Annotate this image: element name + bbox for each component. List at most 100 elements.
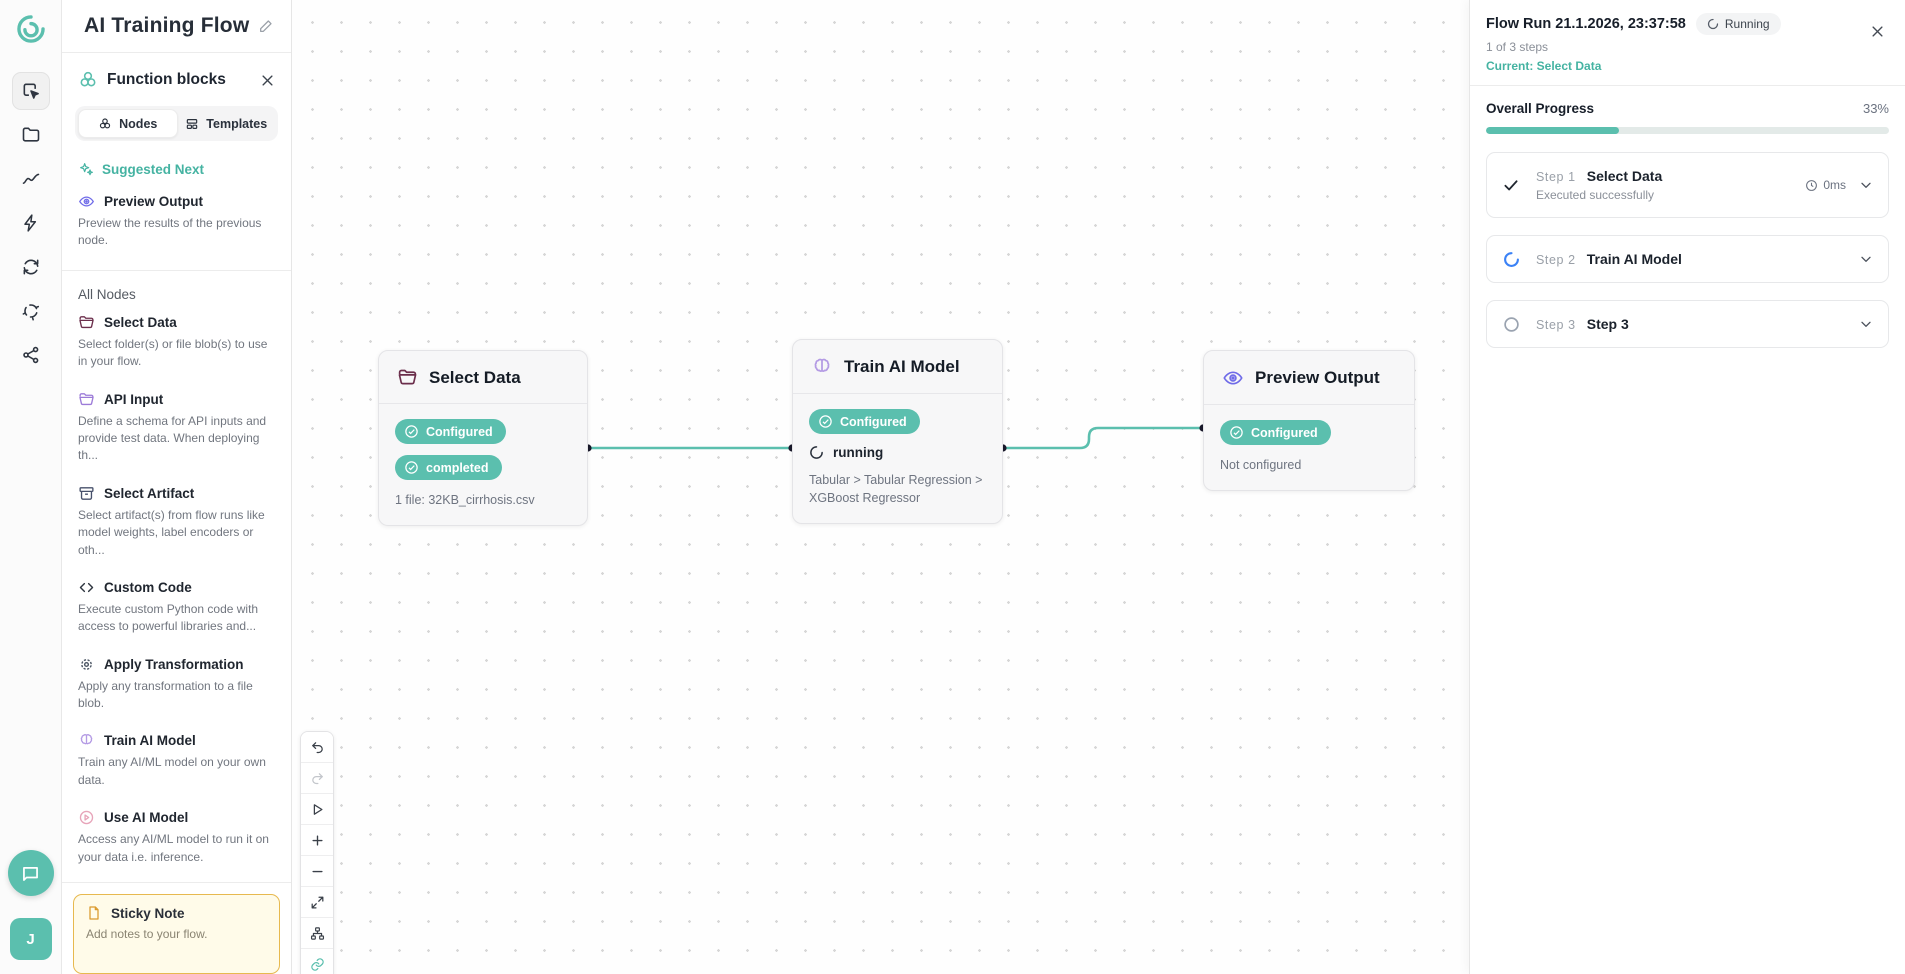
progress-percent: 33% bbox=[1862, 101, 1889, 116]
node-item-select-data[interactable]: Select Data Select folder(s) or file blo… bbox=[62, 302, 291, 379]
node-item-train-ai-model[interactable]: Train AI Model Train any AI/ML model on … bbox=[62, 720, 291, 797]
node-item-custom-code[interactable]: Custom Code Execute custom Python code w… bbox=[62, 567, 291, 644]
spinner-icon bbox=[1707, 18, 1719, 30]
panel-tabs: Nodes Templates bbox=[75, 106, 278, 141]
step-detail: Executed successfully bbox=[1536, 188, 1655, 202]
step-duration: 0ms bbox=[1805, 178, 1846, 192]
node-item-desc: Define a schema for API inputs and provi… bbox=[78, 413, 267, 463]
step-name: Train AI Model bbox=[1586, 251, 1682, 267]
spinner-icon bbox=[1503, 251, 1519, 267]
share-icon bbox=[22, 346, 38, 364]
zoom-out-button[interactable] bbox=[301, 856, 333, 887]
canvas-node-select-data[interactable]: Select Data Configured completed 1 file:… bbox=[378, 350, 588, 527]
left-icon-rail: J bbox=[0, 0, 62, 974]
gear-icon bbox=[81, 658, 92, 670]
line-chart-icon bbox=[22, 173, 39, 184]
node-item-desc: Select artifact(s) from flow runs like m… bbox=[78, 507, 265, 557]
node-running-status: running bbox=[809, 445, 883, 460]
code-icon bbox=[79, 582, 94, 593]
panel-scroll-area[interactable]: Suggested Next Preview Output Preview th… bbox=[62, 141, 291, 882]
run-flow-button[interactable] bbox=[301, 794, 333, 825]
chevron-down-icon[interactable] bbox=[1858, 316, 1874, 332]
folder-open-icon bbox=[79, 392, 94, 405]
overall-progress-section: Overall Progress 33% bbox=[1470, 86, 1905, 150]
node-item-title: Apply Transformation bbox=[104, 656, 244, 672]
step-name: Select Data bbox=[1586, 168, 1663, 184]
configured-badge: Configured bbox=[1220, 420, 1331, 445]
folder-icon bbox=[22, 127, 39, 142]
check-circle-icon bbox=[1230, 426, 1243, 439]
sparkles-icon bbox=[80, 163, 93, 176]
completed-badge: completed bbox=[395, 455, 502, 480]
actions-button[interactable] bbox=[12, 204, 50, 242]
fit-view-button[interactable] bbox=[301, 887, 333, 918]
sticky-note-desc: Add notes to your flow. bbox=[86, 927, 208, 941]
check-circle-icon bbox=[405, 461, 418, 474]
canvas-node-train-ai-model[interactable]: Train AI Model Configured running Tabula… bbox=[792, 339, 1003, 525]
node-item-api-input[interactable]: API Input Define a schema for API inputs… bbox=[62, 379, 291, 473]
tab-templates[interactable]: Templates bbox=[178, 109, 276, 138]
share-button[interactable] bbox=[12, 336, 50, 374]
function-blocks-title: Function blocks bbox=[107, 71, 226, 88]
auto-layout-button[interactable] bbox=[301, 918, 333, 949]
runs-button[interactable] bbox=[12, 248, 50, 286]
function-blocks-header: Function blocks bbox=[62, 53, 291, 102]
zoom-in-button[interactable] bbox=[301, 825, 333, 856]
pipelines-button[interactable] bbox=[12, 292, 50, 330]
edit-title-icon[interactable] bbox=[258, 18, 274, 34]
flow-canvas[interactable]: Select Data Configured completed 1 file:… bbox=[292, 0, 1469, 974]
pipeline-knot-icon bbox=[22, 304, 39, 321]
hierarchy-icon bbox=[310, 926, 324, 940]
flow-run-panel: Flow Run 21.1.2026, 23:37:58 Running 1 o… bbox=[1469, 0, 1905, 974]
eye-icon bbox=[79, 196, 94, 207]
step-card-1[interactable]: Step 1 Select Data Executed successfully… bbox=[1486, 152, 1889, 218]
panel-divider bbox=[62, 269, 291, 271]
node-item-title: Train AI Model bbox=[104, 733, 196, 749]
play-circle-icon bbox=[79, 811, 94, 825]
step-name: Step 3 bbox=[1586, 316, 1629, 332]
node-item-use-ai-model[interactable]: Use AI Model Access any AI/ML model to r… bbox=[62, 797, 291, 874]
archive-box-icon bbox=[79, 486, 94, 500]
lightning-icon bbox=[23, 214, 36, 232]
suggested-next-label: Suggested Next bbox=[62, 141, 291, 181]
node-info: Not configured bbox=[1220, 458, 1302, 472]
flow-title-bar: AI Training Flow bbox=[62, 0, 291, 53]
folder-open-icon bbox=[398, 369, 417, 385]
node-info: Tabular > Tabular Regression > XGBoost R… bbox=[809, 473, 983, 506]
close-panel-icon[interactable] bbox=[260, 73, 275, 88]
step-card-3[interactable]: Step 3 Step 3 bbox=[1486, 300, 1889, 348]
node-item-select-artifact[interactable]: Select Artifact Select artifact(s) from … bbox=[62, 473, 291, 567]
redo-button[interactable] bbox=[301, 763, 333, 794]
sticky-note-item[interactable]: Sticky Note Add notes to your flow. bbox=[73, 894, 280, 974]
node-item-apply-transformation[interactable]: Apply Transformation Apply any transform… bbox=[62, 644, 291, 721]
user-avatar[interactable]: J bbox=[9, 918, 52, 960]
minus-icon bbox=[311, 870, 323, 872]
chevron-down-icon[interactable] bbox=[1858, 251, 1874, 267]
templates-tab-icon bbox=[187, 118, 198, 129]
run-status-badge: Running bbox=[1695, 13, 1781, 35]
chat-button[interactable] bbox=[7, 850, 54, 896]
folder-open-icon bbox=[79, 315, 94, 328]
link-button[interactable] bbox=[301, 949, 333, 974]
note-icon bbox=[89, 906, 99, 920]
undo-button[interactable] bbox=[301, 732, 333, 763]
configured-badge: Configured bbox=[809, 409, 920, 434]
node-item-preview-output[interactable]: Preview Output Preview the results of th… bbox=[62, 181, 291, 258]
files-button[interactable] bbox=[12, 116, 50, 154]
close-run-panel-icon[interactable] bbox=[1870, 24, 1885, 39]
step-card-2[interactable]: Step 2 Train AI Model bbox=[1486, 235, 1889, 283]
tab-nodes[interactable]: Nodes bbox=[78, 109, 178, 138]
select-tool-button[interactable] bbox=[11, 72, 50, 110]
chevron-down-icon[interactable] bbox=[1858, 177, 1874, 193]
canvas-node-preview-output[interactable]: Preview Output Configured Not configured bbox=[1203, 350, 1415, 492]
node-item-desc: Execute custom Python code with access t… bbox=[78, 601, 259, 634]
check-circle-icon bbox=[819, 415, 832, 428]
progress-label: Overall Progress bbox=[1486, 101, 1595, 116]
metrics-button[interactable] bbox=[12, 160, 50, 198]
node-title: Train AI Model bbox=[844, 357, 960, 376]
progress-bar-fill bbox=[1486, 127, 1619, 134]
node-item-title: Select Artifact bbox=[104, 485, 195, 501]
run-title: Flow Run 21.1.2026, 23:37:58 bbox=[1486, 16, 1686, 32]
node-item-desc: Train any AI/ML model on your own data. bbox=[78, 755, 266, 787]
node-item-desc: Preview the results of the previous node… bbox=[78, 216, 262, 248]
